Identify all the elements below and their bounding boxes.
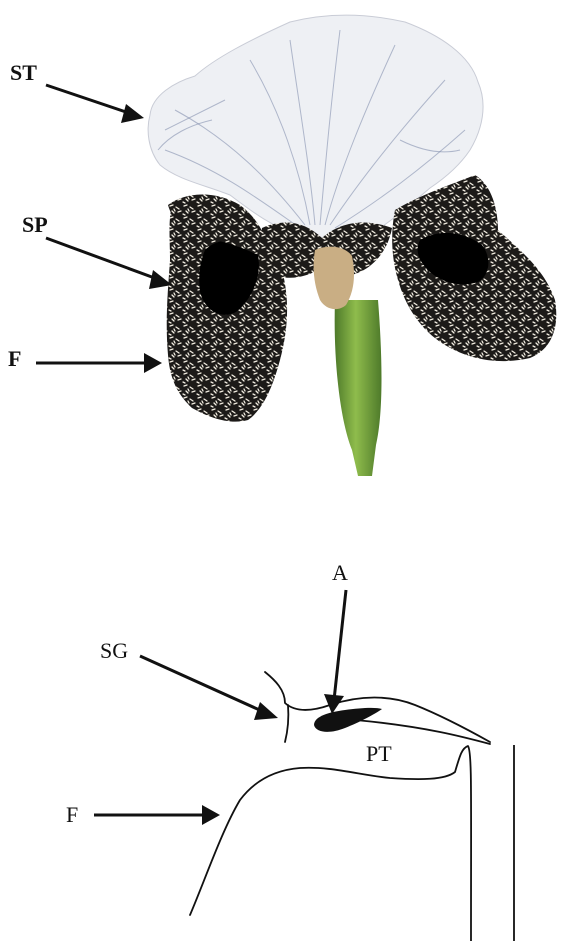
style-arm-outline [265, 672, 490, 742]
arrowhead-f-photo-icon [144, 353, 162, 373]
arrow-a [334, 590, 346, 700]
label-pt: PT [366, 741, 392, 766]
label-f-sketch: F [66, 802, 78, 827]
sketch-annotations: A SG PT F [66, 560, 392, 827]
arrowhead-sg-icon [254, 702, 278, 720]
label-sp: SP [22, 212, 48, 237]
stigma-lip [285, 705, 288, 742]
label-a: A [332, 560, 348, 585]
arrowhead-st-icon [121, 104, 144, 123]
label-f-photo: F [8, 346, 21, 371]
arrowhead-f-sketch-icon [202, 805, 220, 825]
photo-annotations: ST SP F [8, 60, 172, 373]
anther [314, 708, 382, 732]
arrow-st [46, 85, 132, 114]
iris-photo [148, 15, 556, 476]
iris-stem [335, 300, 382, 476]
label-sg: SG [100, 638, 128, 663]
iris-section-sketch [190, 672, 514, 941]
center-beard [314, 247, 354, 310]
label-st: ST [10, 60, 37, 85]
arrow-sp [46, 238, 160, 280]
arrow-sg [140, 656, 264, 712]
fall-outline [190, 746, 471, 941]
